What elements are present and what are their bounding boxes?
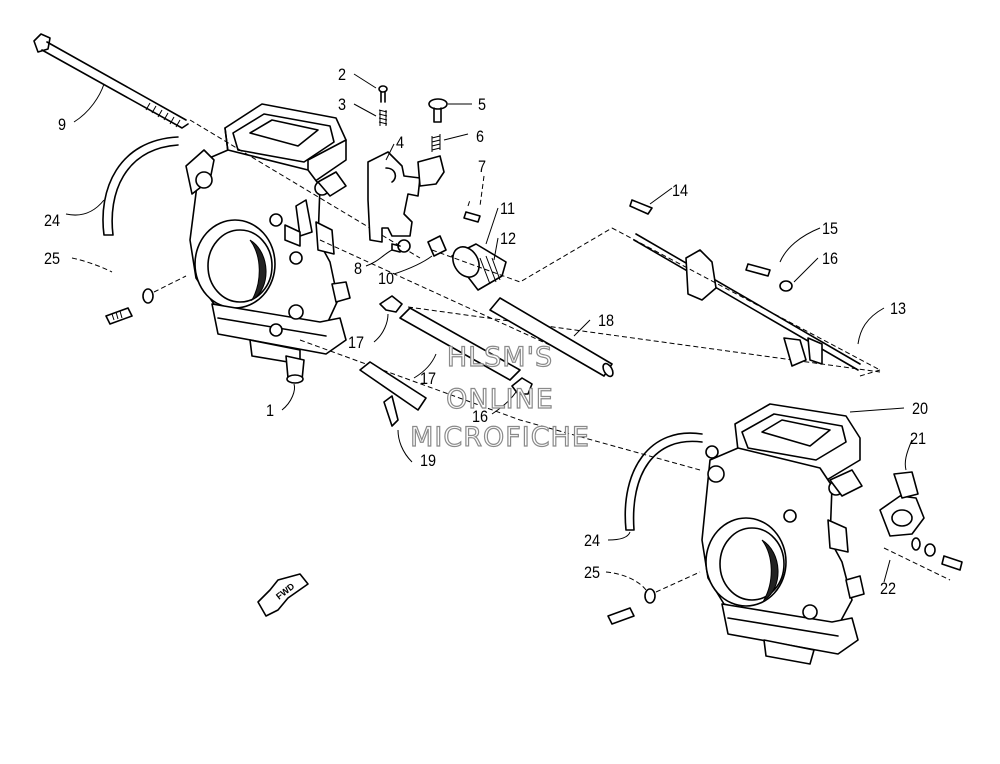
part-20-tee — [359, 361, 427, 427]
callout-23: 22 — [880, 579, 897, 598]
part-18-tube — [399, 307, 521, 381]
part-9-long-bolt — [33, 33, 189, 129]
watermark-line-2: ONLINE — [446, 384, 554, 415]
part-4-bracket — [367, 151, 421, 243]
callout-4: 4 — [396, 133, 405, 152]
callout-16: 16 — [822, 249, 839, 268]
callout-14: 14 — [672, 181, 689, 200]
callout-24-right: 24 — [584, 531, 601, 550]
callout-13: 13 — [890, 299, 907, 318]
callout-18: 17 — [420, 369, 437, 388]
callout-1: 1 — [266, 401, 275, 420]
callout-15: 15 — [822, 219, 839, 238]
callout-19: 18 — [598, 311, 615, 330]
part-17-clip-upper — [379, 295, 403, 313]
part-17-clip-lower — [511, 377, 533, 395]
parts-11-12-sleeve-spring — [451, 243, 507, 291]
parts-2-3-screw-spring — [378, 85, 388, 126]
callout-25-right: 25 — [584, 563, 601, 582]
part-5-screw — [428, 98, 448, 123]
callout-21: 20 — [912, 399, 929, 418]
callout-24-left: 24 — [44, 211, 61, 230]
forward-arrow-icon: FWD — [257, 573, 309, 617]
part-8-screw — [391, 239, 411, 253]
part-7-screw — [463, 199, 481, 223]
callout-10: 10 — [378, 269, 395, 288]
callout-3: 3 — [338, 95, 347, 114]
callout-20: 19 — [420, 451, 437, 470]
part-25-screw-right — [607, 571, 701, 625]
callout-22: 21 — [910, 429, 927, 448]
leader-lines — [65, 73, 913, 591]
part-24-hose-right — [624, 432, 703, 531]
carburetor-right — [701, 403, 865, 665]
part-19-tube — [489, 297, 613, 377]
carburetor-left — [185, 103, 351, 384]
callout-17-lower: 16 — [472, 407, 489, 426]
callout-7: 7 — [478, 157, 487, 176]
callout-9: 9 — [58, 115, 67, 134]
watermark-line-3: MICROFICHE — [409, 422, 590, 453]
callout-11: 11 — [500, 199, 516, 218]
callout-8: 8 — [354, 259, 363, 278]
callout-17-upper: 17 — [348, 333, 365, 352]
part-6-spring — [431, 134, 441, 152]
callout-12: 12 — [500, 229, 517, 248]
callout-25-left: 25 — [44, 249, 61, 268]
part-22-sensor — [879, 471, 925, 537]
part-24-hose-left — [102, 136, 179, 236]
part-10-bushing — [427, 235, 447, 257]
parts-15-16-screw-washer — [745, 263, 793, 292]
part-23-hardware — [883, 537, 963, 581]
part-14-screw — [629, 199, 653, 215]
callout-2: 2 — [338, 65, 347, 84]
part-25-screw-left — [105, 275, 187, 325]
callout-5: 5 — [478, 95, 487, 114]
callout-6: 6 — [476, 127, 485, 146]
watermark-line-1: HLSM'S — [446, 342, 554, 373]
